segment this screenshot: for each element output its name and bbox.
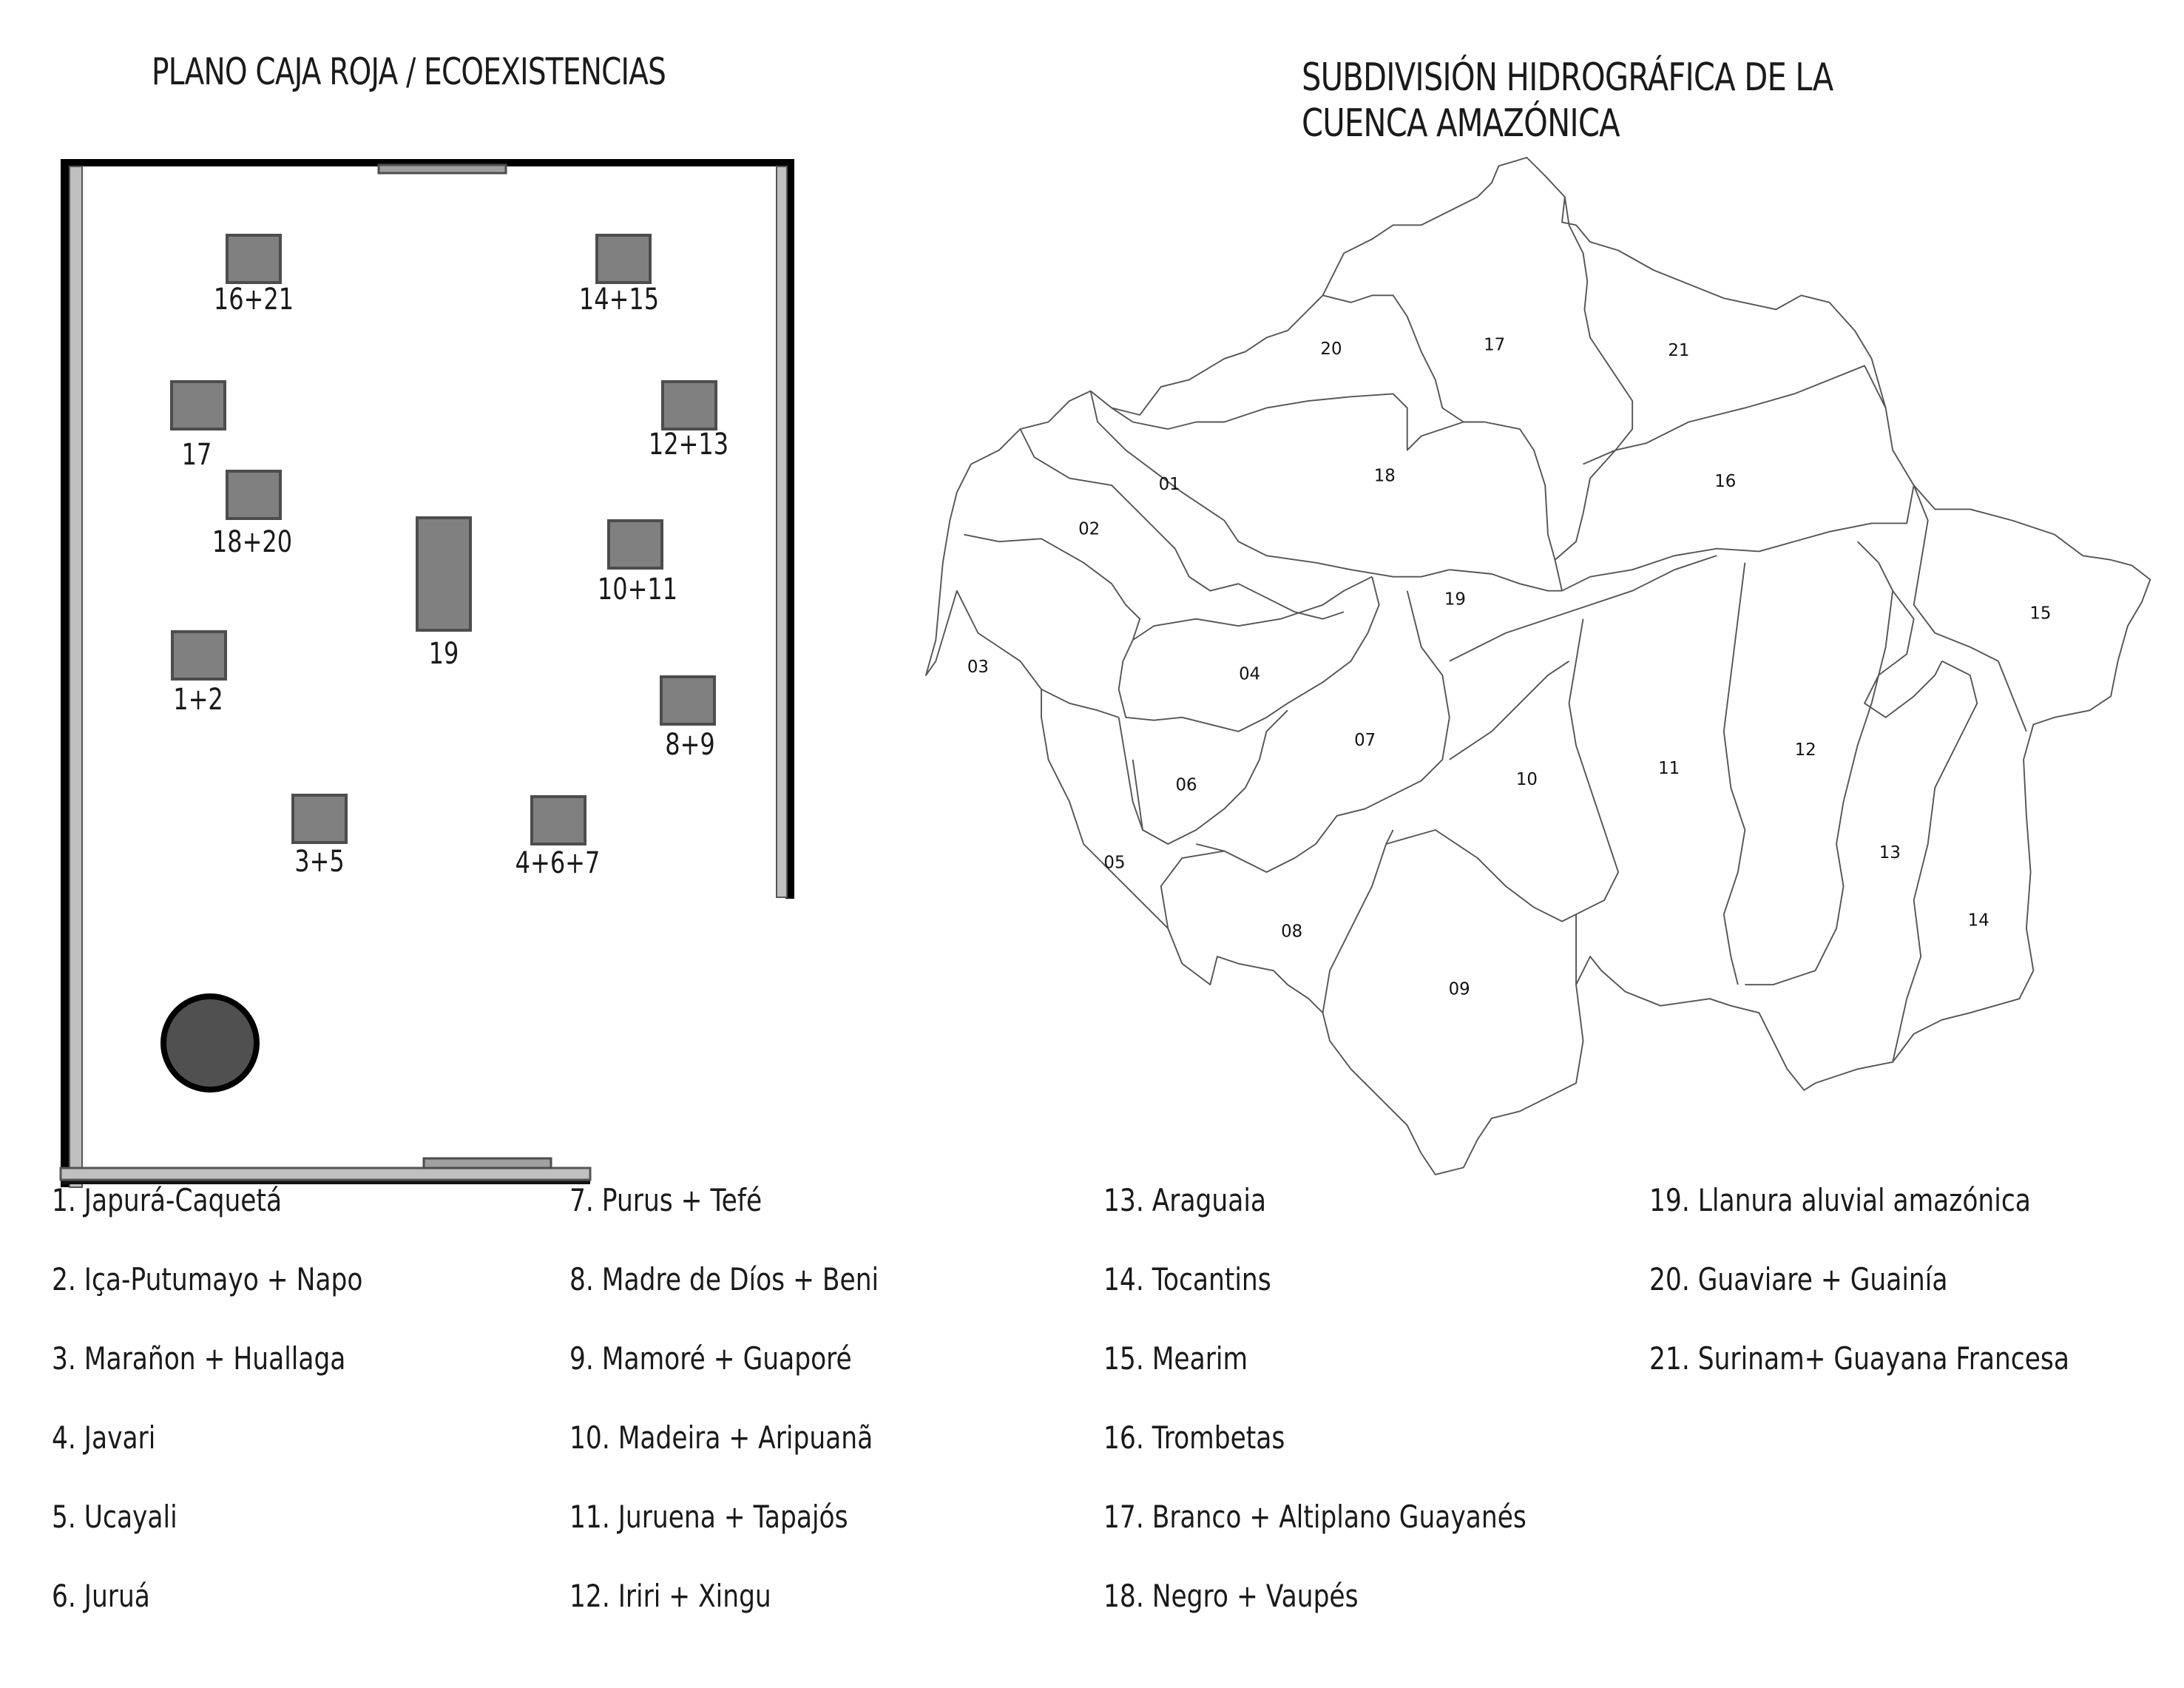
map-title: SUBDIVISIÓN HIDROGRÁFICA DE LA CUENCA AM… <box>1302 55 1833 146</box>
legend-item: 16. Trombetas <box>1103 1419 1285 1456</box>
exhibit-station[interactable] <box>170 380 226 431</box>
legend-item: 15. Mearim <box>1103 1340 1248 1377</box>
legend-item: 9. Mamoré + Guaporé <box>569 1340 852 1377</box>
legend-item: 17. Branco + Altiplano Guayanés <box>1103 1499 1527 1535</box>
exhibit-station[interactable] <box>661 380 717 431</box>
legend: 1. Japurá-Caquetá 2. Iça-Putumayo + Napo… <box>0 1182 2184 1641</box>
map-title-line-2: CUENCA AMAZÓNICA <box>1302 101 1620 146</box>
exhibit-station-label: 4+6+7 <box>515 845 601 880</box>
exhibit-station-label: 12+13 <box>649 426 728 461</box>
exhibit-station-label: 14+15 <box>579 281 659 316</box>
wall-bottom-inner <box>59 1167 592 1181</box>
exhibit-station[interactable] <box>607 519 663 570</box>
legend-item: 2. Iça-Putumayo + Napo <box>52 1261 363 1297</box>
legend-item: 5. Ucayali <box>52 1499 178 1535</box>
exhibit-station-label: 19 <box>429 635 459 670</box>
wall-top <box>61 159 794 166</box>
exhibit-station[interactable] <box>226 470 282 520</box>
legend-item: 8. Madre de Díos + Beni <box>569 1261 879 1297</box>
legend-item: 12. Iriri + Xingu <box>569 1578 771 1614</box>
exhibit-station-label: 18+20 <box>212 524 292 558</box>
exhibit-station[interactable] <box>595 234 652 284</box>
wall-right-inner <box>776 166 788 898</box>
wall-left-inner <box>69 166 83 1188</box>
legend-item: 7. Purus + Tefé <box>569 1182 763 1218</box>
exhibit-station[interactable] <box>416 516 472 632</box>
wall-left-outer <box>61 159 70 1187</box>
legend-item: 6. Juruá <box>52 1578 150 1614</box>
legend-item: 3. Marañon + Huallaga <box>52 1340 346 1377</box>
exhibit-station-label: 3+5 <box>294 843 345 878</box>
exhibit-station-label: 16+21 <box>214 281 294 316</box>
legend-item: 1. Japurá-Caquetá <box>52 1182 283 1218</box>
exhibit-station[interactable] <box>226 234 282 284</box>
plan-title: PLANO CAJA ROJA / ECOEXISTENCIAS <box>152 50 666 93</box>
exhibit-station[interactable] <box>530 795 586 845</box>
exhibit-station-label: 10+11 <box>598 571 677 606</box>
legend-item: 20. Guaviare + Guainía <box>1649 1261 1948 1297</box>
exhibit-station-label: 17 <box>182 436 212 471</box>
legend-item: 21. Surinam+ Guayana Francesa <box>1649 1340 2069 1377</box>
legend-item: 10. Madeira + Aripuanã <box>569 1419 873 1456</box>
legend-item: 18. Negro + Vaupés <box>1103 1578 1359 1614</box>
column-circle <box>160 993 260 1093</box>
exhibit-station[interactable] <box>171 630 227 681</box>
legend-item: 4. Javari <box>52 1419 156 1456</box>
door-bottom[interactable] <box>422 1157 552 1169</box>
legend-item: 13. Araguaia <box>1103 1182 1267 1218</box>
legend-item: 14. Tocantins <box>1103 1261 1271 1297</box>
legend-item: 19. Llanura aluvial amazónica <box>1649 1182 2031 1218</box>
exhibit-station[interactable] <box>291 794 348 844</box>
exhibit-station-label: 1+2 <box>173 681 223 716</box>
legend-item: 11. Juruena + Tapajós <box>569 1499 848 1535</box>
walls <box>59 159 794 1188</box>
door-top[interactable] <box>377 163 507 175</box>
exhibit-station[interactable] <box>660 675 716 726</box>
wall-bottom-outer <box>61 1178 590 1184</box>
exhibit-station-label: 8+9 <box>665 726 715 761</box>
map-title-line-1: SUBDIVISIÓN HIDROGRÁFICA DE LA <box>1302 55 1833 100</box>
